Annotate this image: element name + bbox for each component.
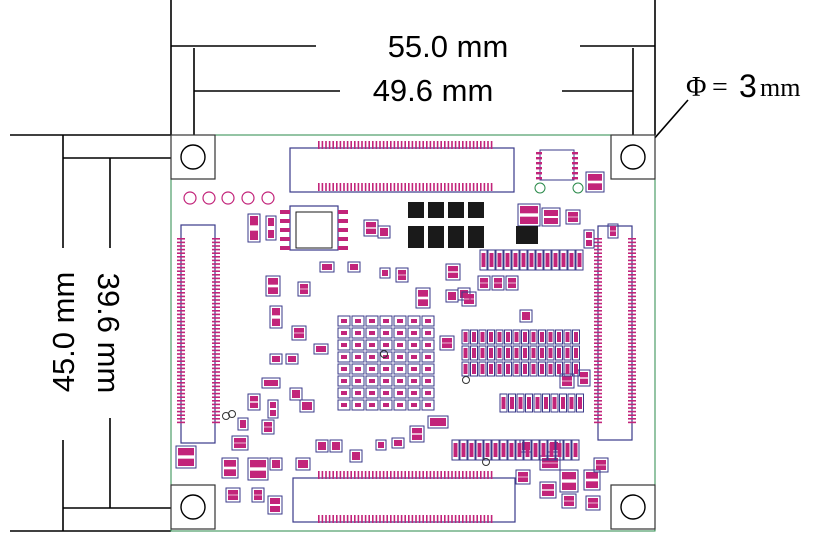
mounting-hole-top-right — [610, 134, 656, 180]
mounting-hole-icon — [180, 144, 206, 170]
mounting-hole-bottom-left — [170, 484, 216, 530]
hole-diameter-label: Φ = 3 mm — [686, 68, 800, 104]
dimension-labels: 55.0 mm 49.6 mm 45.0 mm 39.6 mm Φ = 3 mm — [46, 29, 800, 393]
mounting-hole-icon — [180, 494, 206, 520]
hole-diameter-value: 3 — [739, 68, 757, 104]
inner-width-label: 49.6 mm — [373, 73, 494, 108]
overall-height-label: 45.0 mm — [46, 272, 81, 393]
component-layer — [175, 149, 619, 515]
pad-layer — [177, 141, 636, 523]
hole-diameter-symbol: Φ — [686, 72, 706, 103]
mounting-hole-icon — [620, 144, 646, 170]
hole-diameter-unit: mm — [760, 73, 800, 102]
inner-height-label: 39.6 mm — [91, 273, 126, 394]
overall-width-label: 55.0 mm — [388, 29, 509, 64]
board-outline — [170, 134, 656, 532]
pcb-board — [170, 134, 656, 532]
test-points — [183, 191, 275, 205]
dimension-lines — [10, 0, 689, 532]
mounting-hole-icon — [620, 494, 646, 520]
mounting-hole-bottom-right — [610, 484, 656, 530]
hole-diameter-equals: = — [712, 72, 728, 103]
mounting-hole-top-left — [170, 134, 216, 180]
